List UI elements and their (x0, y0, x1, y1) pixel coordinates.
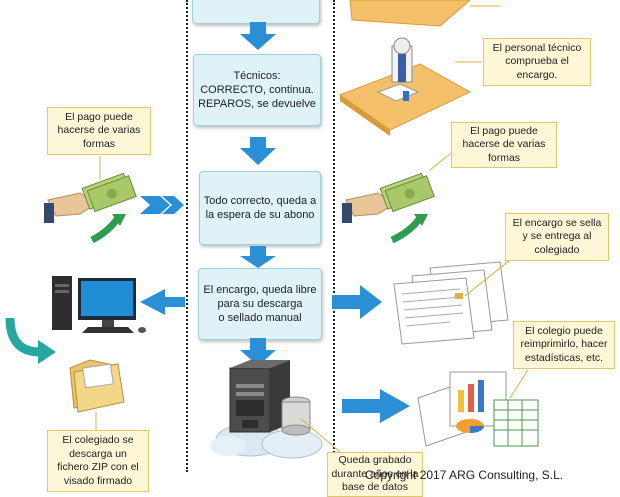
server-icon (210, 360, 323, 459)
down-arrows (240, 22, 276, 366)
step-box-descarga: El encargo, queda libre para su descarga… (198, 268, 322, 340)
down-arrow-4 (240, 338, 276, 366)
down-arrow-1 (240, 22, 276, 50)
folder-icon (69, 359, 125, 413)
desk-icon-top (349, 0, 471, 27)
payment-chevron-arrow (140, 196, 184, 214)
callout-tecnico-text: El personal técnico comprueba el encargo… (492, 41, 582, 81)
flow-column-right-border (333, 0, 335, 472)
callout-pago-right-text: El pago puede hacerse de varias formas (462, 124, 546, 164)
callout-sella-text: El encargo se sella y se entrega al cole… (512, 216, 602, 256)
download-curve-arrow (5, 317, 56, 364)
callout-zip-text: El colegiado se descarga un fichero ZIP … (57, 434, 139, 487)
technician-icon (338, 37, 472, 136)
step-abono-label: Todo correcto, queda a la espera de su a… (203, 195, 317, 221)
documents-icon (393, 261, 509, 345)
money-hand-icon-left (44, 172, 137, 244)
reports-icon (417, 371, 539, 447)
left-arrow-to-computer (140, 289, 185, 315)
callout-colegio-text: El colegio puede reimprimirlo, hacer est… (520, 324, 608, 364)
computer-icon (52, 276, 146, 333)
copyright-text: Copyright 2017 ARG Consulting, S.L. (365, 468, 564, 482)
money-hand-icon-right (342, 172, 435, 244)
step-box-tecnicos: Técnicos: CORRECTO, continua. REPAROS, s… (193, 54, 321, 126)
callout-pago-left: El pago puede hacerse de varias formas (47, 107, 151, 155)
callout-pago-right: El pago puede hacerse de varias formas (451, 122, 557, 168)
callout-colegio: El colegio puede reimprimirlo, hacer est… (513, 321, 615, 369)
callout-zip: El colegiado se descarga un fichero ZIP … (47, 430, 149, 492)
step-tecnicos-label: Técnicos: CORRECTO, continua. REPAROS, s… (198, 70, 316, 110)
callout-sella: El encargo se sella y se entrega al cole… (505, 213, 609, 261)
callout-grabado-text: Queda grabado durante años en la base de… (331, 454, 419, 494)
right-arrow-to-reports (342, 389, 410, 423)
step-descarga-label: El encargo, queda libre para su descarga… (203, 284, 317, 324)
down-arrow-2 (240, 137, 276, 165)
right-arrow-to-documents (332, 285, 382, 319)
callout-tecnico: El personal técnico comprueba el encargo… (483, 38, 591, 86)
step-box-abono: Todo correcto, queda a la espera de su a… (199, 171, 321, 245)
flow-column-left-border (186, 0, 188, 472)
callout-pago-left-text: El pago puede hacerse de varias formas (57, 110, 141, 150)
down-arrow-3 (240, 246, 276, 268)
